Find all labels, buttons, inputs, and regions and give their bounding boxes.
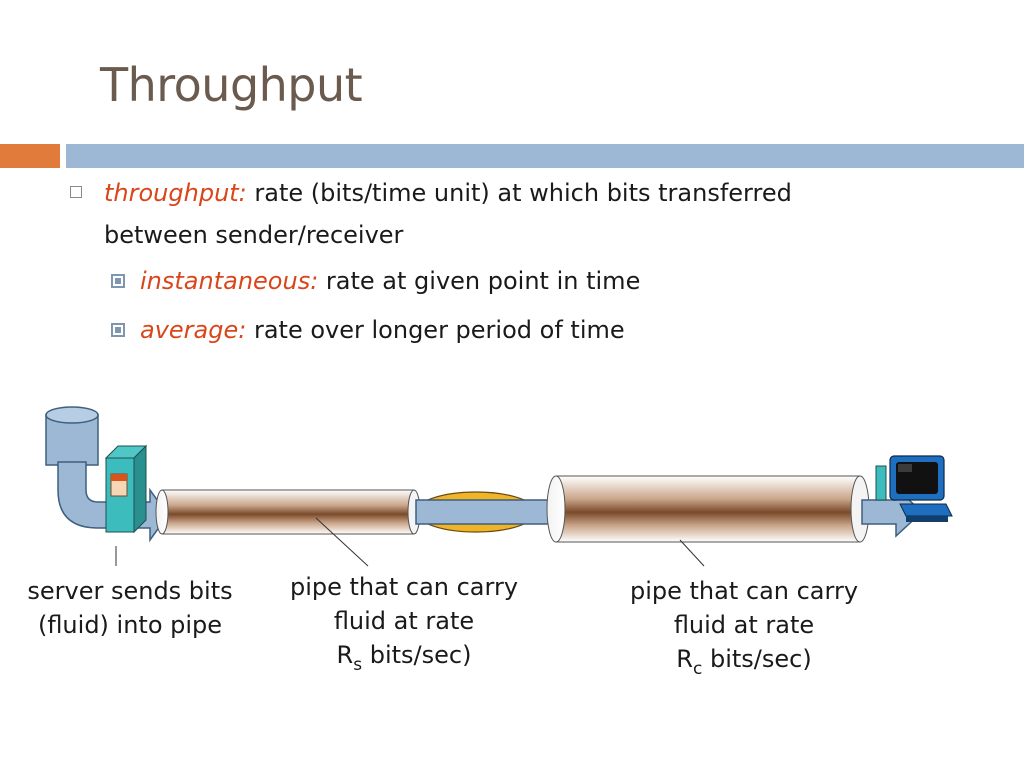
- rate-rc: Rc bits/sec): [676, 645, 812, 679]
- title-accent-bar-blue: [66, 144, 1024, 168]
- caption-pipe-rs: pipe that can carry fluid at rate Rs bit…: [268, 570, 540, 675]
- rate-rs: Rs bits/sec): [336, 641, 472, 675]
- leader-line: [315, 517, 369, 567]
- pipe-rs: [155, 489, 421, 535]
- pipe-rc: [546, 475, 870, 543]
- slide-title: Throughput: [100, 58, 363, 112]
- server-icon: [104, 444, 148, 534]
- title-accent-bar-orange: [0, 144, 60, 168]
- computer-icon: [875, 455, 953, 522]
- leader-line: [679, 539, 705, 567]
- caption-server: server sends bits (fluid) into pipe: [27, 577, 233, 639]
- caption-pipe-rc: pipe that can carry fluid at rate Rc bit…: [604, 574, 884, 679]
